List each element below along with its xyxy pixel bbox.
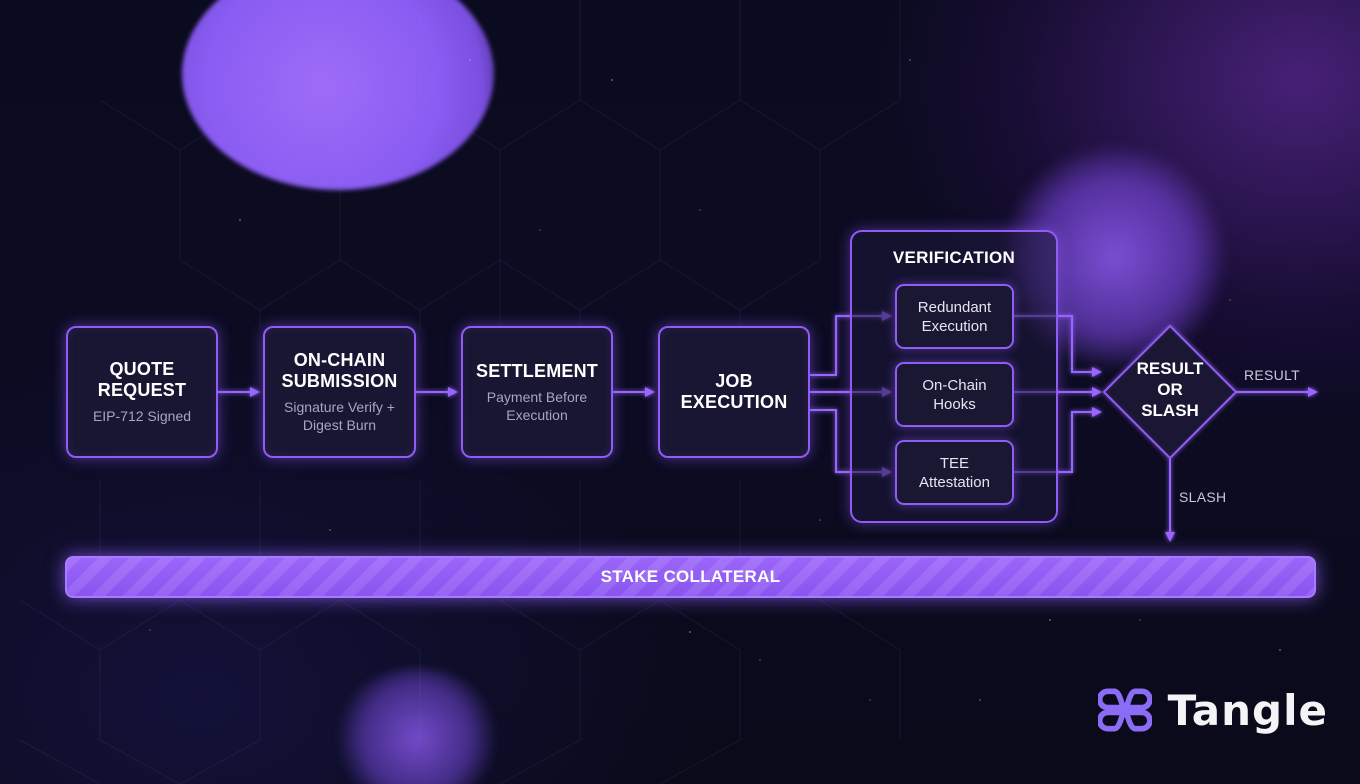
stage-title: SETTLEMENT <box>476 360 598 381</box>
tangle-logo-icon <box>1098 688 1152 732</box>
slash-output-label: SLASH <box>1179 489 1227 505</box>
logo-wordmark: Tangle <box>1167 685 1328 735</box>
stage-subtitle: Signature Verify +Digest Burn <box>284 399 395 433</box>
verification-title: VERIFICATION <box>892 248 1016 267</box>
decorative-orb <box>336 668 498 784</box>
decision-diamond <box>1102 324 1238 460</box>
decorative-orb <box>182 0 494 190</box>
stage-subtitle: EIP-712 Signed <box>92 408 192 424</box>
stake-collateral-bar: STAKE COLLATERAL <box>65 556 1316 598</box>
tangle-logo: Tangle <box>1098 680 1328 740</box>
result-output-label: RESULT <box>1244 367 1300 383</box>
